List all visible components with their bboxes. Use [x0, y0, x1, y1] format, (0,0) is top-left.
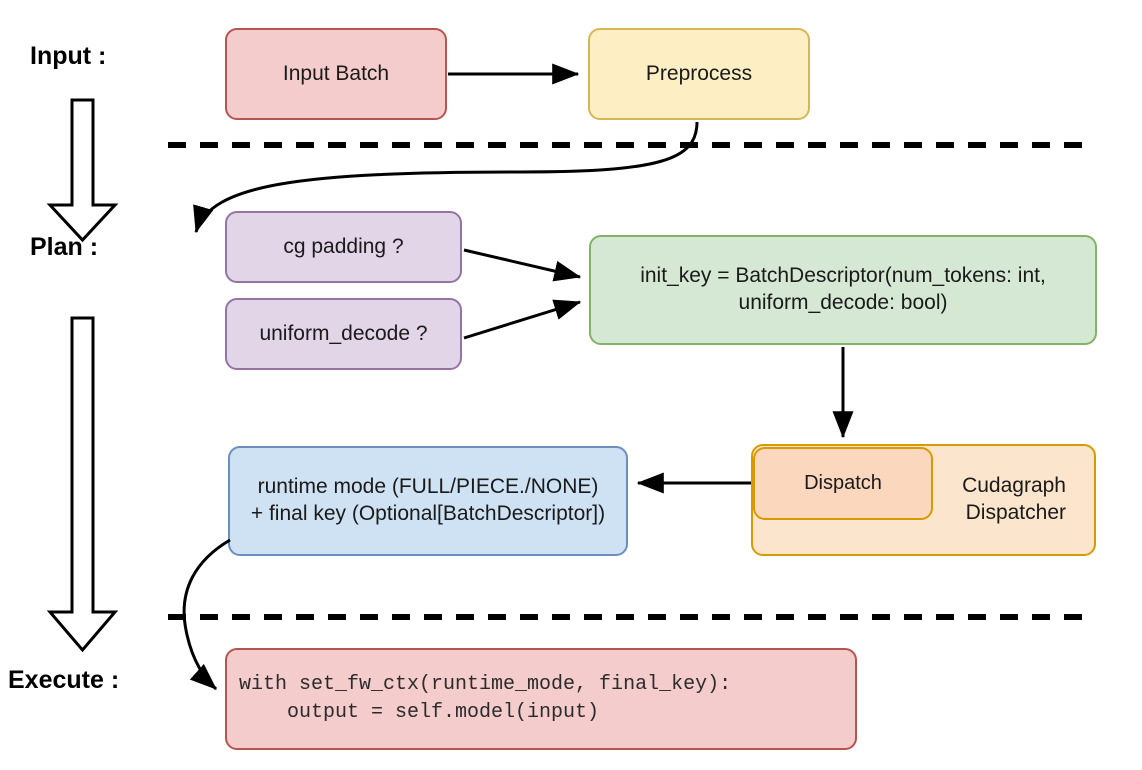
- node-preprocess-label: Preprocess: [645, 61, 753, 85]
- node-runtime-mode-line2: + final key (Optional[BatchDescriptor]): [250, 502, 606, 525]
- node-preprocess[interactable]: Preprocess: [588, 28, 810, 120]
- node-input-batch-label: Input Batch: [282, 61, 390, 85]
- node-uniform-decode-label: uniform_decode ?: [259, 321, 428, 345]
- arrow-preprocess-to-cg-padding: [193, 121, 699, 234]
- node-cg-padding[interactable]: cg padding ?: [225, 211, 462, 283]
- stage-arrow-input-to-plan: [46, 98, 119, 243]
- stage-label-execute: Execute :: [8, 666, 120, 694]
- stage-label-input: Input :: [30, 42, 107, 70]
- node-runtime-mode-line1: runtime mode (FULL/PIECE./NONE): [257, 475, 599, 499]
- node-cudagraph-dispatcher-line2: Dispatcher: [965, 501, 1066, 524]
- arrow-uniform-decode-to-init-key: [463, 299, 582, 340]
- arrow-cg-padding-to-init-key: [463, 248, 582, 282]
- node-uniform-decode[interactable]: uniform_decode ?: [225, 298, 462, 370]
- arrow-runtime-mode-to-execute-code: [182, 538, 231, 691]
- stage-label-plan: Plan :: [30, 233, 99, 261]
- node-execute-code-line1: with set_fw_ctx(runtime_mode, final_key)…: [239, 672, 732, 696]
- stage-arrow-plan-to-execute: [46, 316, 119, 653]
- node-init-key-line2: uniform_decode: bool): [738, 291, 948, 314]
- node-execute-code[interactable]: with set_fw_ctx(runtime_mode, final_key)…: [225, 648, 857, 750]
- node-runtime-mode[interactable]: runtime mode (FULL/PIECE./NONE) + final …: [228, 446, 628, 556]
- node-init-key-line1: init_key = BatchDescriptor(num_tokens: i…: [640, 264, 1046, 288]
- node-cudagraph-dispatcher-line1: Cudagraph: [962, 474, 1066, 498]
- node-execute-code-line2: output = self.model(input): [239, 701, 600, 724]
- node-dispatch[interactable]: Dispatch: [753, 447, 933, 520]
- node-input-batch[interactable]: Input Batch: [225, 28, 447, 120]
- node-init-key[interactable]: init_key = BatchDescriptor(num_tokens: i…: [589, 235, 1097, 345]
- node-cg-padding-label: cg padding ?: [283, 234, 404, 258]
- node-dispatch-label: Dispatch: [804, 471, 882, 494]
